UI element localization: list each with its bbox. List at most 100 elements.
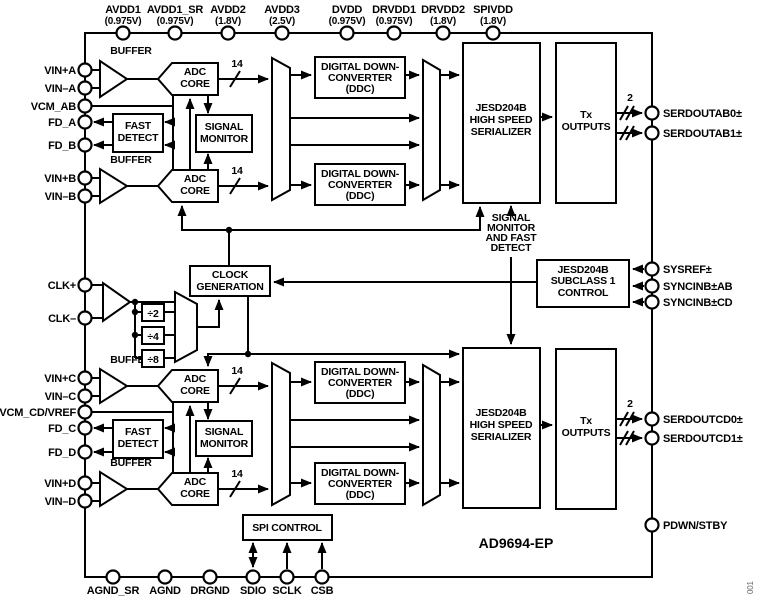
buffer-d-triangle	[99, 470, 129, 508]
pin-vin-minus-c: VIN–C	[45, 388, 93, 404]
svg-text:÷4: ÷4	[147, 331, 159, 343]
adc-core-d: ADC CORE	[156, 472, 219, 506]
svg-text:DIGITAL DOWN-: DIGITAL DOWN-	[321, 168, 400, 180]
svg-text:VIN–D: VIN–D	[45, 496, 77, 508]
ddc-cd-2: DIGITAL DOWN- CONVERTER (DDC)	[314, 462, 406, 505]
clock-divider-4: ÷4	[141, 326, 165, 345]
pin-drvdd1: DRVDD1 (0.975V)	[372, 4, 416, 41]
svg-text:MONITOR: MONITOR	[200, 438, 249, 450]
svg-text:CONVERTER: CONVERTER	[328, 478, 393, 490]
svg-text:SERIALIZER: SERIALIZER	[471, 126, 532, 138]
svg-text:(0.975V): (0.975V)	[157, 16, 194, 27]
signal-monitor-cd: SIGNAL MONITOR	[195, 420, 253, 457]
svg-text:VCM_CD/VREF: VCM_CD/VREF	[0, 407, 76, 419]
buffer-d-label: BUFFER	[110, 457, 152, 469]
pin-vin-plus-c: VIN+C	[44, 370, 93, 386]
svg-text:FD_A: FD_A	[48, 117, 76, 129]
left-pins: VIN+A VIN–A VCM_AB FD_A FD_B VIN+B VIN–B…	[0, 62, 93, 509]
svg-text:FAST: FAST	[125, 426, 152, 438]
pin-sclk: SCLK	[272, 569, 302, 597]
pin-avdd1: AVDD1 (0.975V)	[105, 4, 142, 41]
svg-text:Tx: Tx	[580, 415, 592, 427]
svg-text:FD_D: FD_D	[48, 447, 76, 459]
svg-text:CONTROL: CONTROL	[558, 287, 609, 299]
signal-monitor-ab: SIGNAL MONITOR	[195, 114, 253, 153]
wire-clk-serab	[229, 206, 485, 231]
svg-text:CORE: CORE	[180, 185, 210, 197]
svg-text:DETECT: DETECT	[491, 242, 533, 254]
svg-text:HIGH SPEED: HIGH SPEED	[470, 114, 533, 126]
serdes-slash	[619, 105, 629, 121]
svg-text:ADC: ADC	[184, 373, 207, 385]
bus2-label-cd: 2	[627, 398, 633, 410]
svg-text:SPI CONTROL: SPI CONTROL	[252, 522, 322, 534]
svg-text:(DDC): (DDC)	[346, 388, 375, 400]
mux-cd-1	[271, 361, 291, 507]
svg-text:(2.5V): (2.5V)	[269, 16, 295, 27]
pin-vin-plus-d: VIN+D	[44, 475, 93, 491]
svg-text:CSB: CSB	[311, 585, 334, 597]
pin-spivdd: SPIVDD (1.8V)	[473, 4, 513, 41]
pin-vin-plus-a: VIN+A	[44, 62, 93, 78]
pin-vin-minus-b: VIN–B	[45, 188, 93, 204]
jesd-serializer-ab: JESD204B HIGH SPEED SERIALIZER	[462, 42, 541, 204]
svg-text:FD_B: FD_B	[48, 140, 76, 152]
svg-text:AGND: AGND	[149, 585, 181, 597]
jesd-serializer-cd: JESD204B HIGH SPEED SERIALIZER	[462, 347, 541, 509]
right-pins: SERDOUTAB0± SERDOUTAB1± SYSREF± SYNCINB±…	[644, 105, 743, 533]
pin-avdd2: AVDD2 (1.8V)	[210, 4, 246, 41]
pin-agnd-sr: AGND_SR	[87, 569, 140, 597]
fast-detect-ab: FAST DETECT	[112, 113, 164, 153]
svg-text:JESD204B: JESD204B	[476, 102, 528, 114]
bottom-pins: AGND_SR AGND DRGND SDIO SCLK CSB	[87, 569, 334, 597]
svg-text:SERDOUTCD1±: SERDOUTCD1±	[663, 433, 743, 445]
svg-text:VIN+A: VIN+A	[44, 65, 76, 77]
svg-text:HIGH SPEED: HIGH SPEED	[470, 419, 533, 431]
svg-text:DIGITAL DOWN-: DIGITAL DOWN-	[321, 61, 400, 73]
svg-text:SERIALIZER: SERIALIZER	[471, 431, 532, 443]
tx-outputs-cd: Tx OUTPUTS	[555, 348, 617, 510]
svg-text:ADC: ADC	[184, 476, 207, 488]
svg-text:AGND_SR: AGND_SR	[87, 585, 140, 597]
svg-text:AVDD2: AVDD2	[210, 4, 246, 16]
adc-core-a: ADC CORE	[156, 62, 219, 96]
pin-vin-minus-a: VIN–A	[45, 80, 93, 96]
svg-text:CLK–: CLK–	[48, 313, 76, 325]
svg-text:PDWN/STBY: PDWN/STBY	[663, 520, 728, 532]
svg-text:JESD204B: JESD204B	[476, 407, 528, 419]
svg-text:VIN+D: VIN+D	[44, 478, 76, 490]
pin-pdwn-stby: PDWN/STBY	[644, 517, 728, 533]
junction-dot	[131, 331, 139, 339]
svg-text:AVDD1_SR: AVDD1_SR	[147, 4, 204, 16]
bus-slash-b	[229, 177, 241, 195]
svg-text:FD_C: FD_C	[48, 423, 76, 435]
svg-text:SUBCLASS 1: SUBCLASS 1	[551, 275, 616, 287]
smfd-label: SIGNAL MONITOR AND FAST DETECT	[486, 212, 538, 254]
pin-avdd1-sr: AVDD1_SR (0.975V)	[147, 4, 204, 41]
svg-text:SYSREF±: SYSREF±	[663, 264, 712, 276]
pin-clk-plus: CLK+	[48, 277, 93, 293]
svg-text:VIN+C: VIN+C	[44, 373, 76, 385]
svg-text:JESD204B: JESD204B	[558, 264, 610, 276]
fast-detect-cd: FAST DETECT	[112, 419, 164, 459]
junction-dot	[131, 298, 139, 306]
pin-serdoutcd1: SERDOUTCD1±	[644, 430, 743, 446]
svg-text:(0.975V): (0.975V)	[329, 16, 366, 27]
svg-text:(0.975V): (0.975V)	[105, 16, 142, 27]
top-pins: AVDD1 (0.975V) AVDD1_SR (0.975V) AVDD2 (…	[105, 4, 513, 41]
part-number: AD9694-EP	[479, 535, 554, 551]
buffer-b-triangle	[99, 167, 129, 205]
wire-clk-adcc	[203, 353, 248, 367]
clock-divider-8: ÷8	[141, 349, 165, 368]
pin-serdoutcd0: SERDOUTCD0±	[644, 411, 743, 427]
svg-text:ADC: ADC	[184, 66, 207, 78]
tx-outputs-ab: Tx OUTPUTS	[555, 42, 617, 204]
svg-text:SIGNAL: SIGNAL	[205, 426, 244, 438]
serdes-slash	[625, 125, 635, 141]
svg-text:MONITOR: MONITOR	[487, 222, 536, 234]
wires	[92, 69, 644, 569]
pin-vin-minus-d: VIN–D	[45, 493, 93, 509]
serdes-slash	[625, 411, 635, 427]
mux-ab-2	[422, 58, 441, 202]
svg-text:SIGNAL: SIGNAL	[492, 212, 531, 224]
